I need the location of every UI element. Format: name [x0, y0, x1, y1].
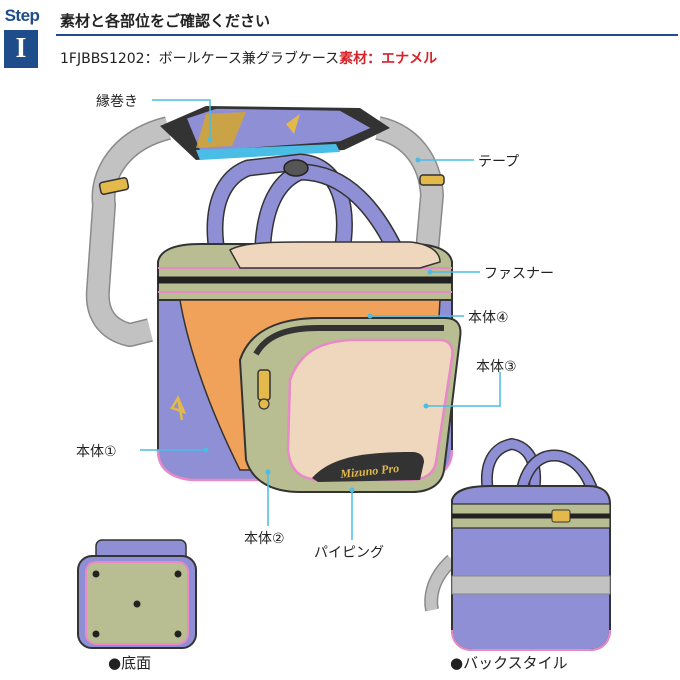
- back-view: [424, 437, 611, 651]
- step-box: [4, 30, 38, 68]
- product-line: 1FJBBS1202：ボールケース兼グラブケース素材：エナメル: [60, 48, 437, 68]
- callout-body2: 本体②: [244, 531, 285, 547]
- callout-body1: 本体①: [76, 444, 117, 460]
- caption-bottom: ●底面: [108, 654, 152, 672]
- callout-leaders: [140, 99, 501, 540]
- step-badge: Step I: [0, 0, 44, 70]
- product-material: 素材：エナメル: [339, 51, 438, 67]
- heading-rule: [56, 34, 678, 36]
- brand-mark-text: Mizuno Pro: [339, 461, 400, 481]
- front-pocket: [238, 317, 462, 493]
- callout-tape: テープ: [478, 154, 520, 170]
- callout-body4: 本体④: [468, 310, 509, 326]
- callout-piping: パイピング: [314, 545, 384, 561]
- callout-zipper: ファスナー: [484, 266, 554, 282]
- bottom-view: [77, 539, 197, 649]
- callout-body3: 本体③: [476, 359, 517, 375]
- shoulder-pad: [160, 106, 390, 160]
- caption-back: ●バックスタイル: [450, 654, 568, 672]
- step-word: Step: [4, 6, 40, 25]
- callout-binding: 縁巻き: [96, 94, 138, 110]
- product-code-name: 1FJBBS1202：ボールケース兼グラブケース: [60, 51, 340, 67]
- page-heading: 素材と各部位をご確認ください: [60, 12, 271, 30]
- step-number: I: [15, 33, 27, 64]
